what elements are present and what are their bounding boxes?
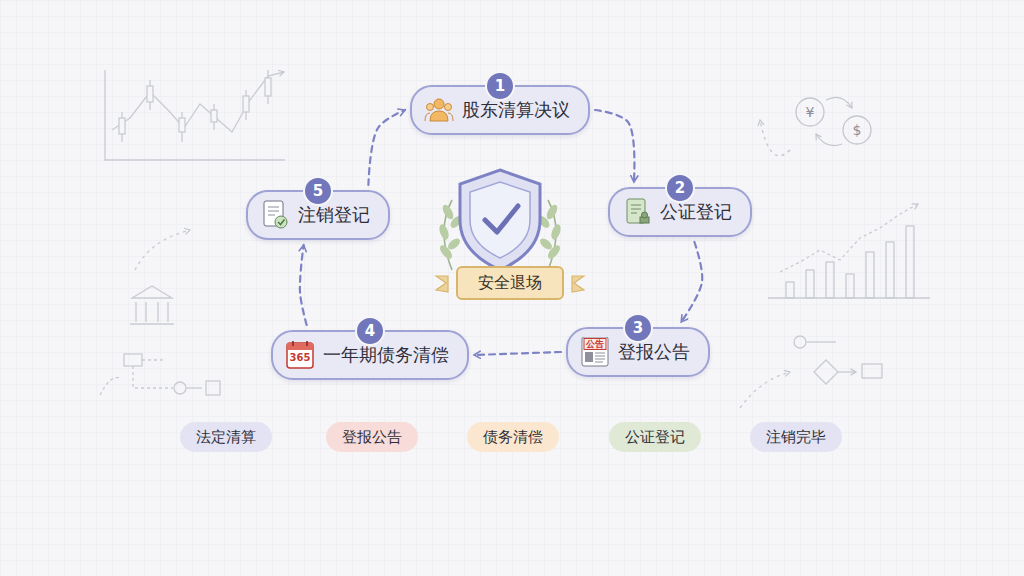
tag-text: 公证登记 [625, 428, 685, 447]
flow-arrow [681, 242, 702, 322]
tag-text: 注销完毕 [766, 428, 826, 447]
icon-box [424, 95, 454, 125]
icon-box [622, 197, 652, 227]
currency-symbol: $ [845, 118, 869, 142]
tag-text: 法定清算 [196, 428, 256, 447]
currency-exchange [760, 97, 871, 155]
icon-text: 公告 [580, 338, 610, 351]
icon-box [260, 200, 290, 230]
tag-pill: 债务清偿 [467, 422, 559, 452]
process-box: 5注销登记 [246, 190, 390, 240]
node-icon [622, 197, 652, 227]
step-number: 3 [623, 313, 653, 343]
bank-icon [130, 230, 190, 324]
step-number: 1 [485, 71, 515, 101]
flow-arrow [474, 352, 561, 355]
flow-sketch [100, 336, 882, 408]
node-icon [424, 95, 454, 125]
node-icon [260, 200, 290, 230]
banner-text: 安全退场 [478, 273, 542, 294]
tag-pill: 法定清算 [180, 422, 272, 452]
flow-arrow [300, 245, 307, 325]
step-label: 公证登记 [660, 200, 732, 224]
step-label: 注销登记 [298, 203, 370, 227]
process-box: 1股东清算决议 [410, 85, 590, 135]
candlestick-chart [105, 70, 285, 160]
tag-pill: 注销完毕 [750, 422, 842, 452]
step-number: 5 [303, 176, 333, 206]
currency-symbol: ¥ [798, 100, 822, 124]
flow-arrow [595, 110, 634, 182]
tag-pill: 登报公告 [326, 422, 418, 452]
tag-pill: 公证登记 [609, 422, 701, 452]
tag-text: 债务清偿 [483, 428, 543, 447]
step-number: 2 [665, 173, 695, 203]
process-box: 4365一年期债务清偿 [271, 330, 469, 380]
step-number: 4 [355, 316, 385, 346]
icon-text: 365 [285, 352, 315, 363]
icon-box: 公告 [580, 337, 610, 367]
tag-text: 登报公告 [342, 428, 402, 447]
step-label: 登报公告 [618, 340, 690, 364]
icon-box: 365 [285, 340, 315, 370]
step-label: 股东清算决议 [462, 98, 570, 122]
step-label: 一年期债务清偿 [323, 343, 449, 367]
process-box: 2公证登记 [608, 187, 752, 237]
bar-chart [768, 204, 930, 298]
flow-arrow [368, 110, 405, 185]
banner-band: 安全退场 [456, 266, 564, 300]
process-box: 3公告登报公告 [566, 327, 710, 377]
